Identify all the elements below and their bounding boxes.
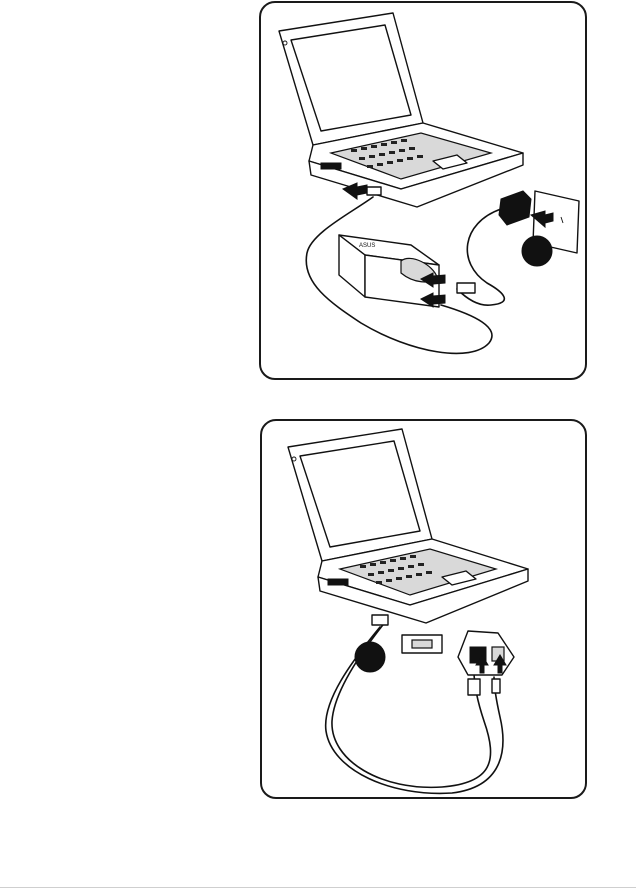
power-adapter: ASUS (339, 235, 439, 307)
laptop-screen (288, 429, 432, 561)
dc-plug (367, 187, 381, 195)
rj11-connector (492, 679, 500, 693)
adapter-brand-label: ASUS (359, 243, 375, 249)
network-connection-illustration (262, 421, 585, 797)
step-number-badge (355, 642, 385, 672)
step-number-badge (522, 236, 552, 266)
rj45-connector (468, 679, 480, 695)
port-inset-network (458, 631, 514, 675)
figure-panel-power-adapter: ASUS (259, 1, 587, 380)
lan-plug (372, 615, 388, 625)
port-inset-usb (402, 635, 442, 653)
figure-panel-network-cables (260, 419, 587, 799)
power-connection-illustration: ASUS (261, 3, 585, 378)
laptop-screen (279, 13, 423, 145)
footer-divider (0, 887, 636, 888)
ac-plug-connector (457, 283, 475, 293)
